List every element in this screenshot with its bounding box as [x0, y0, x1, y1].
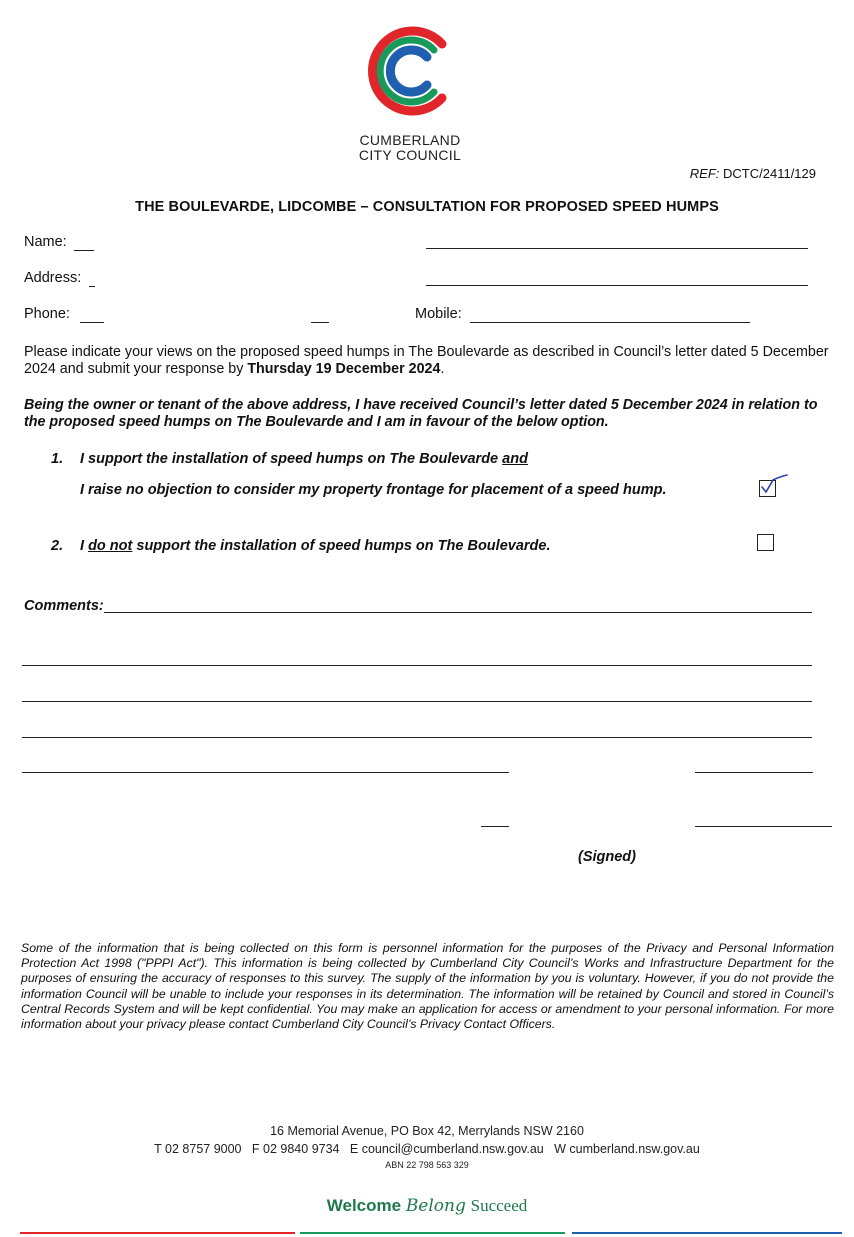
footer-bar-blue — [572, 1232, 842, 1234]
option-2-number: 2. — [51, 538, 64, 554]
reference-number: REF: DCTC/2411/129 — [689, 166, 816, 181]
mobile-label: Mobile: — [415, 306, 462, 322]
comments-label: Comments: — [24, 598, 104, 614]
name-label: Name: — [24, 234, 67, 250]
option-1-text: I support the installation of speed hump… — [80, 451, 528, 467]
option-2-text: I do not support the installation of spe… — [80, 538, 551, 554]
comments-line-4[interactable] — [22, 737, 812, 738]
date-line[interactable] — [481, 826, 509, 827]
address-label: Address: — [24, 270, 82, 286]
phone-line-short — [80, 322, 104, 323]
name-field[interactable] — [426, 248, 808, 249]
footer-bar-red — [20, 1232, 295, 1234]
council-logo-icon — [368, 26, 447, 116]
comments-line-5[interactable] — [22, 772, 509, 773]
option-2-checkbox[interactable] — [757, 534, 774, 551]
phone-label: Phone: — [24, 306, 70, 322]
comments-line-1[interactable] — [104, 612, 812, 613]
footer-abn: ABN 22 798 563 329 — [385, 1160, 469, 1170]
logo-line-2: CITY COUNCIL — [358, 147, 462, 163]
comments-line-2[interactable] — [22, 665, 812, 666]
address-line-short — [89, 286, 95, 287]
name-line-short — [74, 250, 94, 251]
mobile-field[interactable] — [470, 322, 750, 323]
owner-statement: Being the owner or tenant of the above a… — [24, 397, 818, 430]
address-field[interactable] — [426, 285, 808, 286]
signed-label: (Signed) — [578, 849, 636, 865]
option-1-number: 1. — [51, 451, 64, 467]
phone-field[interactable] — [311, 322, 329, 323]
footer-contact: T 02 8757 9000 F 02 9840 9734 E council@… — [154, 1142, 700, 1156]
signature-line[interactable] — [695, 826, 832, 827]
comments-line-5b[interactable] — [695, 772, 813, 773]
slogan: Welcome Belong Succeed — [326, 1196, 528, 1216]
footer-address: 16 Memorial Avenue, PO Box 42, Merryland… — [270, 1124, 584, 1138]
comments-line-3[interactable] — [22, 701, 812, 702]
form-title: THE BOULEVARDE, LIDCOMBE – CONSULTATION … — [135, 199, 719, 215]
logo-line-1: CUMBERLAND — [359, 132, 461, 148]
check-mark-icon — [761, 474, 788, 494]
option-1-text-line2: I raise no objection to consider my prop… — [80, 482, 667, 498]
intro-paragraph: Please indicate your views on the propos… — [24, 344, 829, 377]
privacy-notice: Some of the information that is being co… — [21, 941, 834, 1032]
footer-bar-green — [300, 1232, 565, 1234]
